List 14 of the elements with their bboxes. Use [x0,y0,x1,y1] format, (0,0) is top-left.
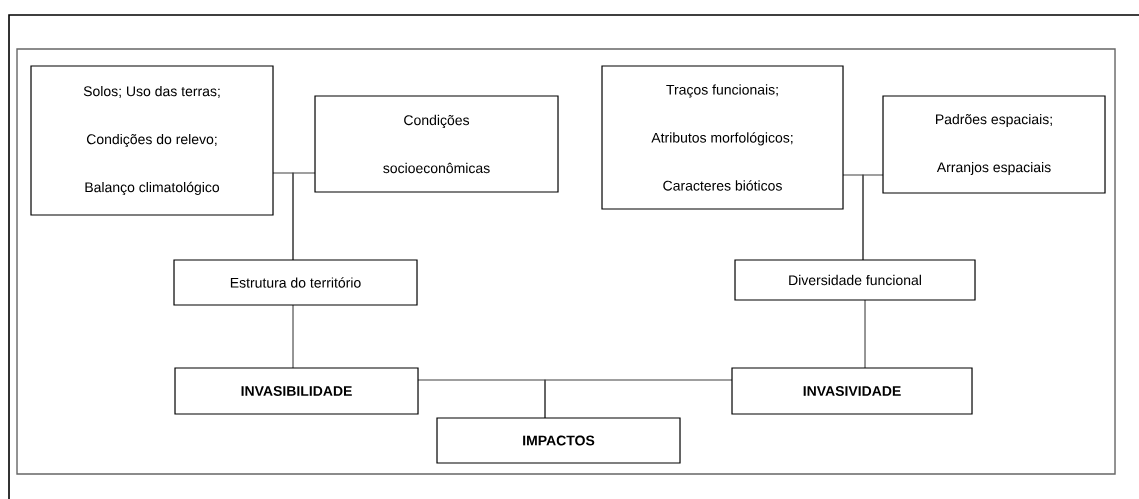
connector-line [292,172,316,261]
connector-line [544,379,733,419]
text-box: Traços funcionais; Atributos morfológicos; Caracteres bióticos [601,65,844,210]
connector-line [864,299,866,369]
text-box: IMPACTOS [436,417,681,464]
text-box: INVASIVIDADE [731,367,973,415]
text-box: INVASIBILIDADE [174,367,419,415]
text-box: Solos; Uso das terras; Condições do relevo; Balanço climatológico [30,65,274,216]
text-box: Condições socioeconômicas [314,95,559,193]
text-box: Padrões espaciais; Arranjos espaciais [882,95,1106,194]
text-box: Diversidade funcional [734,259,976,301]
connector-line [292,304,294,369]
connector-line [862,174,884,261]
text-box: Estrutura do território [173,259,418,306]
